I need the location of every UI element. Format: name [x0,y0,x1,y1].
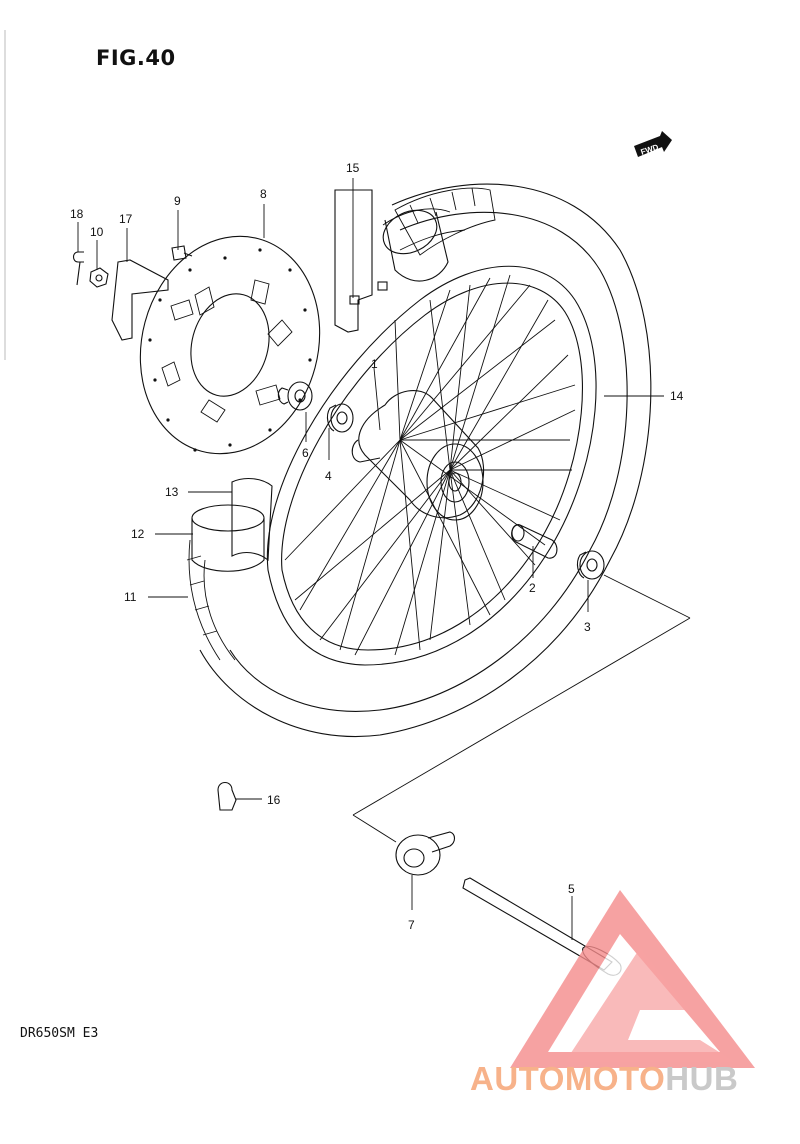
bolt-9 [171,245,193,261]
fwd-arrow-icon: FWD [634,131,672,157]
brake-disc [139,235,321,455]
callout-11: 11 [124,590,137,604]
inner-tube [191,209,449,572]
watermark-automoto: AUTOMOTO [470,1060,666,1097]
watermark-hub: HUB [665,1060,739,1097]
bearing-4 [326,403,354,433]
callout-15: 15 [346,161,360,175]
speedometer-gearbox-7 [395,831,456,876]
collar-6 [277,381,313,411]
model-code: DR650SM E3 [20,1026,99,1041]
speedometer-cable-15 [334,189,388,333]
clamp-16 [217,781,237,811]
callout-4: 4 [325,469,332,483]
watermark-text: AUTOMOTOHUB [470,1060,738,1098]
callout-16: 16 [267,793,281,807]
cotter-pin-18 [72,251,84,286]
nut-10 [89,267,109,288]
callout-18: 18 [70,207,84,221]
bearing-3 [576,550,605,580]
callout-3: 3 [584,620,591,634]
callout-13: 13 [165,485,179,499]
wheel-rim [266,265,597,666]
callout-1: 1 [371,357,378,371]
rim-band [231,477,273,562]
callout-2: 2 [529,581,536,595]
callout-10: 10 [90,225,104,239]
automotohub-logo-icon [510,890,755,1068]
callout-9: 9 [174,194,181,208]
callout-7: 7 [408,918,415,932]
wheel-hub [351,389,485,521]
tire [186,183,652,737]
callout-5: 5 [568,882,575,896]
figure-title: FIG.40 [96,46,176,70]
callout-12: 12 [131,527,145,541]
callout-14: 14 [670,389,684,403]
callout-8: 8 [260,187,267,201]
callout-17: 17 [119,212,133,226]
callout-6: 6 [302,446,309,460]
spacer-2 [511,524,558,559]
spokes [284,274,576,656]
cable-guide-17 [111,259,169,341]
